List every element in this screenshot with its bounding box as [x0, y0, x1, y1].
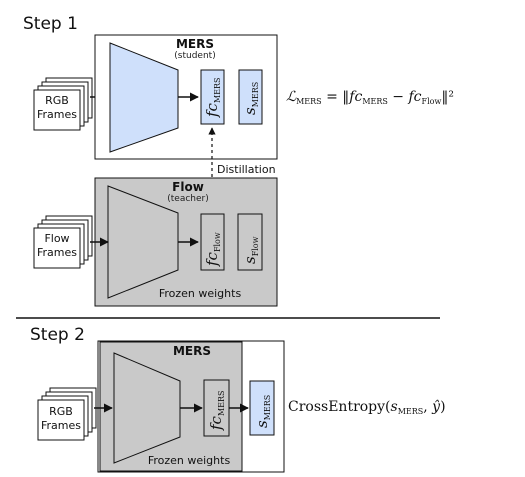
- step2-rgb-label-line2: Frames: [41, 419, 81, 432]
- student-name: MERS: [176, 37, 214, 51]
- cross-entropy-loss: CrossEntropy(sMERS, ŷ): [288, 398, 446, 416]
- rgb-frames-label-line1: RGB: [45, 94, 69, 107]
- student-encoder: [109, 42, 179, 153]
- step2-s-mers-label: sMERS: [253, 395, 272, 428]
- s-mers-label: sMERS: [241, 82, 260, 115]
- s-flow-score-block: [237, 213, 263, 271]
- step1-title: Step 1: [23, 14, 78, 34]
- flow-frames-label-line1: Flow: [44, 232, 69, 245]
- step2-mers-name: MERS: [173, 344, 211, 358]
- fc-flow-label: fcFlow: [203, 232, 222, 267]
- distillation-label: Distillation: [217, 163, 276, 176]
- step2-rgb-label-line1: RGB: [49, 405, 73, 418]
- student-role: (student): [174, 51, 215, 61]
- rgb-frames-stack-step1: RGB Frames: [33, 77, 93, 131]
- fc-mers-label: fcMERS: [203, 78, 222, 119]
- step2-title: Step 2: [30, 325, 85, 345]
- fc-mers-feature-block: [200, 69, 225, 125]
- flow-frames-label-line2: Frames: [37, 246, 77, 259]
- distillation-loss-formula: ℒMERS = ‖fcMERS − fcFlow‖²: [286, 89, 454, 106]
- step2-fc-mers-label: fcMERS: [207, 391, 226, 432]
- s-flow-label: sFlow: [241, 236, 260, 264]
- teacher-frozen-label: Frozen weights: [159, 287, 242, 300]
- flow-frames-stack: Flow Frames: [33, 215, 93, 269]
- step2-encoder: [113, 352, 181, 464]
- teacher-role: (teacher): [167, 194, 209, 204]
- s-mers-score-block: [238, 69, 263, 125]
- step2-frozen-label: Frozen weights: [148, 454, 231, 467]
- step2-s-mers-block: [249, 380, 275, 436]
- fc-flow-feature-block: [200, 213, 225, 271]
- rgb-frames-stack-step2: RGB Frames: [37, 387, 97, 441]
- rgb-frames-label-line2: Frames: [37, 108, 77, 121]
- teacher-name: Flow: [172, 180, 204, 194]
- teacher-encoder: [107, 185, 179, 299]
